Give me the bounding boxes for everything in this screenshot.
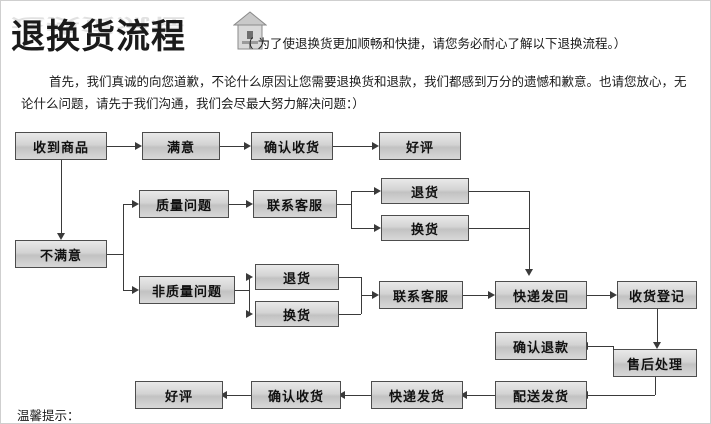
connector-unsat-to-quality	[123, 204, 135, 205]
connector-received-unsatisfied	[61, 160, 62, 238]
connector-nonquality-split-v	[249, 277, 250, 315]
connector-confirm-review	[333, 146, 375, 147]
connector-express-confirm	[341, 395, 371, 396]
connector-service1-exchange	[351, 228, 377, 229]
connector-service1-return	[351, 191, 377, 192]
node-return-goods-2[interactable]: 退货	[255, 264, 339, 290]
node-non-quality-issue[interactable]: 非质量问题	[139, 276, 235, 304]
connector-unsat-to-nonquality	[123, 290, 135, 291]
header-note: （ 为了使退换货更加顺畅和快捷，请您务必耐心了解以下退换流程。）	[241, 36, 627, 51]
node-satisfied[interactable]: 满意	[142, 132, 220, 160]
node-unsatisfied[interactable]: 不满意	[15, 240, 107, 268]
node-exchange-goods-1[interactable]: 换货	[381, 215, 469, 241]
intro-line-2: 论什么问题，请先于我们沟通，我们会尽最大努力解决问题：）	[21, 96, 365, 111]
node-contact-service-2[interactable]: 联系客服	[379, 281, 463, 309]
intro-paragraph: 首先，我们真诚的向您道歉，不论什么原因让您需要退换货和退款，我们都感到万分的遗憾…	[21, 71, 693, 115]
connector-aftersale-refund-v	[613, 346, 614, 350]
connector-service1-split-v	[351, 191, 352, 229]
page-title: 退换货流程	[11, 17, 186, 57]
node-received[interactable]: 收到商品	[15, 132, 107, 160]
arrow-received-unsatisfied	[57, 233, 65, 240]
arrow-unsat-quality	[132, 200, 139, 208]
node-express-send-back[interactable]: 快递发回	[495, 281, 587, 309]
arrow-received-satisfied	[135, 142, 142, 150]
connector-express-register	[587, 295, 613, 296]
arrow-rx1-express	[525, 269, 533, 276]
connector-return2-merge-h	[339, 277, 361, 278]
connector-exchange2-merge-h	[339, 314, 361, 315]
node-exchange-goods-2[interactable]: 换货	[255, 301, 339, 327]
connector-received-satisfied	[107, 146, 138, 147]
arrow-quality-service	[246, 200, 253, 208]
arrow-register-aftersale	[653, 342, 661, 349]
connector-return1-down-h	[469, 191, 529, 192]
connector-aftersale-shipment-v	[655, 377, 656, 395]
arrow-confirm-review	[372, 142, 379, 150]
node-arrange-shipment[interactable]: 配送发货	[495, 381, 587, 409]
house-icon	[233, 11, 267, 50]
connector-shipment-express	[463, 395, 495, 396]
connector-exchange1-down-h	[469, 228, 529, 229]
connector-aftersale-shipment-h	[587, 395, 655, 396]
node-good-review-top[interactable]: 好评	[379, 132, 461, 160]
connector-confirm-review-bottom	[223, 395, 251, 396]
arrow-confirm-review-bottom	[220, 391, 227, 399]
connector-unsat-split-v	[123, 204, 124, 290]
connector-satisfied-confirm	[220, 146, 247, 147]
connector-rx1-to-express	[529, 191, 530, 273]
arrow-express-confirm	[338, 391, 345, 399]
arrow-service1-exchange	[374, 224, 381, 232]
arrow-satisfied-confirm	[244, 142, 251, 150]
arrow-service1-return	[374, 187, 381, 195]
connector-service1-split-h	[337, 204, 351, 205]
connector-aftersale-refund	[587, 346, 613, 347]
arrow-nonquality-return	[246, 273, 253, 281]
node-good-review-bottom[interactable]: 好评	[135, 381, 223, 409]
arrow-shipment-express	[460, 391, 467, 399]
connector-register-aftersale	[657, 309, 658, 347]
connector-rx2-to-service2	[361, 295, 375, 296]
node-confirm-receipt-top[interactable]: 确认收货	[251, 132, 333, 160]
arrow-nonquality-exchange	[246, 310, 253, 318]
arrow-express-register	[610, 291, 617, 299]
arrow-service2-express	[488, 291, 495, 299]
intro-line-1: 首先，我们真诚的向您道歉，不论什么原因让您需要退换货和退款，我们都感到万分的遗憾…	[49, 74, 687, 89]
connector-quality-service	[229, 204, 249, 205]
node-confirm-refund[interactable]: 确认退款	[495, 332, 587, 360]
node-quality-issue[interactable]: 质量问题	[139, 190, 229, 218]
arrow-unsat-nonquality	[132, 286, 139, 294]
node-confirm-receipt-bottom[interactable]: 确认收货	[251, 381, 341, 409]
node-contact-service-1[interactable]: 联系客服	[253, 190, 337, 218]
arrow-rx2-service2	[372, 291, 379, 299]
connector-service2-express	[463, 295, 491, 296]
node-receipt-register[interactable]: 收货登记	[617, 281, 697, 309]
node-express-ship-out[interactable]: 快递发货	[371, 381, 463, 409]
node-after-sale-process[interactable]: 售后处理	[613, 349, 697, 377]
footer-tip: 温馨提示：	[17, 408, 80, 423]
connector-unsat-split-h	[107, 254, 123, 255]
connector-nonquality-split-h	[235, 290, 249, 291]
node-return-goods-1[interactable]: 退货	[381, 178, 469, 204]
header: 退换货流程 退换货流程 （ 为了使退换货更加顺畅和快捷，请您务必耐心了解以下退换…	[11, 7, 701, 57]
